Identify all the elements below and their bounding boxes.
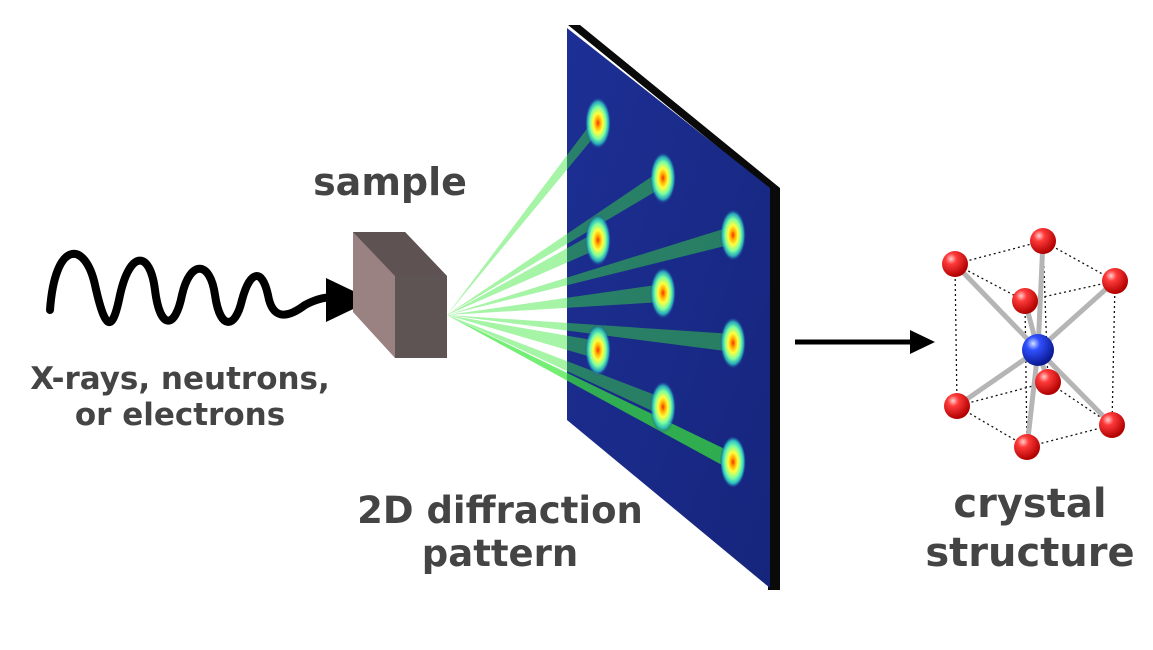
source-label-line2: or electrons (74, 396, 286, 433)
sample-block (353, 232, 447, 358)
diffraction-spot (585, 214, 611, 266)
crystal-label-line1: crystal (953, 481, 1107, 527)
diffraction-spot (720, 317, 746, 369)
diffracted-beam (447, 231, 598, 315)
atom-corner (1030, 228, 1056, 254)
crystal-label: crystal structure (890, 480, 1153, 578)
pattern-label: 2D diffraction pattern (330, 489, 670, 575)
diffracted-beam (447, 315, 663, 416)
diffracted-beams (447, 114, 733, 471)
diffracted-beam (447, 315, 598, 359)
atom-corner (1035, 369, 1061, 395)
atom-corner (1014, 434, 1040, 460)
diffraction-spot (650, 152, 676, 204)
crystal-label-line2: structure (925, 529, 1135, 576)
diffraction-spot (720, 436, 746, 488)
source-label: X-rays, neutrons, or electrons (0, 361, 360, 433)
pattern-label-line2: pattern (421, 531, 579, 575)
wave-icon (46, 249, 344, 326)
atom-corner (1099, 412, 1125, 438)
diffraction-spot (650, 267, 676, 319)
crystal-structure (942, 228, 1128, 460)
diffracted-beam (447, 226, 733, 315)
diffracted-beam (447, 114, 598, 315)
diffraction-spot (650, 381, 676, 433)
diffracted-beam (447, 169, 663, 315)
atom-corner (942, 251, 968, 277)
atom-corner (1012, 288, 1038, 314)
diffraction-spot (585, 97, 611, 149)
incident-arrowhead-icon (326, 278, 372, 322)
sample-label: sample (313, 160, 467, 204)
diffraction-spot (585, 324, 611, 376)
atom-corner (1102, 268, 1128, 294)
diffraction-spots (585, 97, 746, 488)
diffracted-beam (447, 284, 663, 315)
source-label-line1: X-rays, neutrons, (30, 361, 330, 397)
pattern-label-line1: 2D diffraction (357, 489, 643, 532)
atom-corner (944, 393, 970, 419)
output-arrowhead-icon (910, 330, 935, 354)
atom-center (1022, 334, 1054, 366)
diffraction-spot (720, 209, 746, 261)
